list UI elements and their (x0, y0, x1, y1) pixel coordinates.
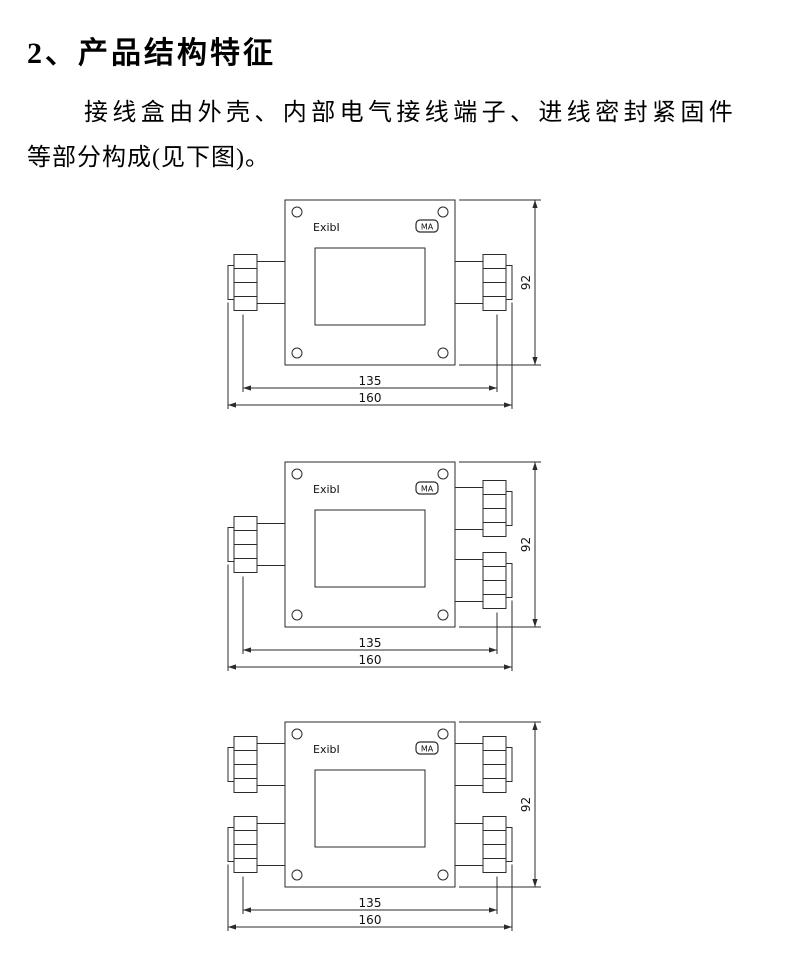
dim-outer-width: 160 (359, 653, 382, 667)
paragraph-line-2: 等部分构成(见下图)。 (27, 145, 270, 171)
dim-height: 92 (519, 275, 533, 290)
cover-window (314, 769, 426, 848)
gland-body (454, 487, 484, 530)
gland-body (454, 261, 484, 304)
gland-body (256, 823, 286, 866)
technical-drawing: ExibI MA 92 135 160 (227, 721, 541, 931)
ma-certification-badge (415, 741, 439, 755)
flange-plate (284, 721, 456, 888)
ma-badge-text: MA (421, 485, 434, 494)
mounting-hole (437, 869, 449, 881)
gland-cap (505, 747, 513, 782)
cover-window (314, 509, 426, 588)
junction-box-diagram-four-way: ExibI MA 92 135 160 (223, 714, 563, 946)
mounting-hole (291, 206, 303, 218)
gland-body (256, 261, 286, 304)
section-heading: 2、产品结构特征 (27, 37, 276, 70)
gland-cap (505, 265, 513, 300)
paragraph-line-1: 接线盒由外壳、内部电气接线端子、进线密封紧固件 (84, 100, 738, 126)
junction-box-diagram-two-way: ExibI MA 92 135 160 (223, 192, 563, 424)
technical-drawing: ExibI MA 92 135 160 (227, 461, 541, 671)
ma-badge-text: MA (421, 223, 434, 232)
dim-inner-width: 135 (359, 374, 382, 388)
mounting-hole (437, 609, 449, 621)
mounting-hole (437, 206, 449, 218)
ex-marking-label: ExibI (313, 743, 340, 756)
gland-cap (227, 527, 235, 562)
ma-certification-badge (415, 219, 439, 233)
dim-inner-width: 135 (359, 636, 382, 650)
mounting-hole (437, 468, 449, 480)
mounting-hole (291, 347, 303, 359)
dim-outer-width: 160 (359, 913, 382, 927)
gland-body (256, 523, 286, 566)
junction-box-diagram-three-way: ExibI MA 92 135 160 (223, 454, 563, 686)
mounting-hole (437, 347, 449, 359)
cover-window (314, 247, 426, 326)
gland-cap (505, 491, 513, 526)
gland-cap (505, 827, 513, 862)
dim-inner-width: 135 (359, 896, 382, 910)
mounting-hole (291, 468, 303, 480)
dim-height: 92 (519, 797, 533, 812)
gland-body (454, 743, 484, 786)
ma-certification-badge (415, 481, 439, 495)
dim-height: 92 (519, 537, 533, 552)
mounting-hole (291, 728, 303, 740)
gland-body (454, 823, 484, 866)
gland-cap (227, 827, 235, 862)
technical-drawing: ExibI MA 92 135 160 (227, 199, 541, 409)
gland-cap (227, 747, 235, 782)
gland-body (454, 559, 484, 602)
ma-badge-text: MA (421, 745, 434, 754)
mounting-hole (437, 728, 449, 740)
ex-marking-label: ExibI (313, 221, 340, 234)
gland-cap (227, 265, 235, 300)
ex-marking-label: ExibI (313, 483, 340, 496)
mounting-hole (291, 609, 303, 621)
mounting-hole (291, 869, 303, 881)
dim-outer-width: 160 (359, 391, 382, 405)
gland-body (256, 743, 286, 786)
gland-cap (505, 563, 513, 598)
